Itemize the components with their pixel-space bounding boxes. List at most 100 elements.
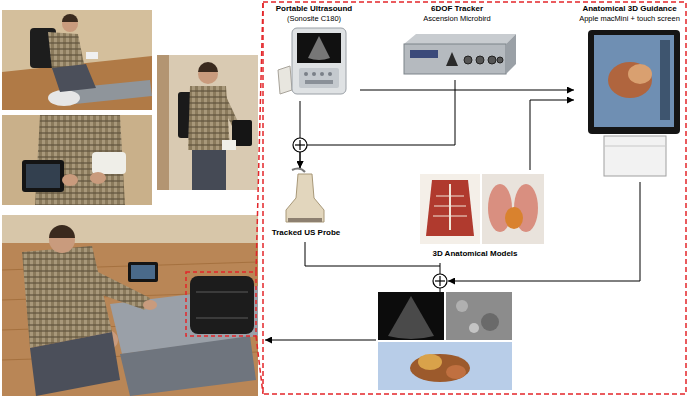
ultrasound-device — [292, 28, 346, 94]
photo-standing — [157, 55, 258, 190]
ultrasound-device — [297, 33, 341, 63]
component-label: Portable Ultrasound — [275, 4, 353, 14]
anatomy-images — [433, 216, 467, 217]
photo-closeup — [92, 152, 126, 174]
photo-scanning — [2, 215, 258, 396]
photo-scanning — [120, 336, 256, 396]
guidance-computer — [604, 136, 666, 176]
ultrasound-device — [320, 72, 324, 76]
photo-scanning — [186, 272, 256, 336]
flow-line — [265, 340, 376, 341]
probe-picture — [286, 168, 324, 222]
ultrasound-device — [278, 66, 292, 94]
tracker-unit — [476, 56, 484, 64]
anatomy-images — [420, 174, 544, 244]
guidance-computer — [594, 35, 674, 127]
photo-scanning — [190, 276, 254, 334]
photo-kneeling — [2, 10, 152, 110]
guidance-computer — [628, 64, 652, 84]
result-images — [378, 342, 512, 390]
photo-scanning — [128, 262, 158, 282]
photo-kneeling — [86, 52, 98, 59]
flow-arrow — [530, 100, 574, 170]
tracker-unit — [506, 34, 516, 74]
component-box: Portable Ultrasound(Sonosite C180) — [268, 3, 360, 101]
photo-closeup — [26, 164, 60, 188]
anatomy-images — [449, 184, 451, 230]
photo-standing — [192, 150, 226, 190]
sum-junction — [293, 138, 307, 152]
flow-line — [440, 263, 441, 274]
probe-picture — [286, 174, 324, 222]
photo-kneeling — [48, 90, 80, 106]
tracker-unit — [404, 34, 516, 74]
flow-line — [305, 242, 440, 266]
photo-standing — [198, 62, 218, 72]
guidance-computer — [660, 40, 670, 120]
result-images — [446, 292, 512, 340]
result-images — [388, 296, 434, 339]
photo-closeup — [22, 160, 64, 192]
photo-kneeling — [62, 14, 78, 22]
result-images — [469, 323, 479, 333]
sum-junction — [439, 276, 440, 286]
photo-scanning — [143, 300, 157, 310]
flow-arrow — [300, 80, 455, 168]
flow-line — [448, 182, 640, 281]
result-images — [456, 300, 468, 312]
result-images — [378, 292, 444, 340]
photo-scanning — [196, 318, 248, 319]
guidance-computer — [608, 62, 652, 98]
sum-junction — [433, 274, 447, 288]
tracker-unit — [404, 44, 506, 74]
tracker-unit — [497, 57, 503, 63]
photo-closeup — [2, 115, 152, 205]
photo-closeup — [90, 172, 106, 184]
flow-line — [265, 182, 640, 340]
photo-scanning — [131, 265, 155, 279]
component-label: 6DOF Tracker — [430, 4, 484, 14]
ultrasound-device — [305, 80, 333, 84]
tracker-unit — [404, 34, 516, 44]
result-images — [410, 354, 470, 382]
guidance-computer — [588, 30, 680, 176]
anatomy-images — [426, 180, 474, 236]
photo-scanning — [30, 332, 120, 396]
anatomy-images — [436, 196, 464, 197]
sum-junction — [299, 140, 300, 150]
component-sublabel: Apple macMini + touch screen — [578, 14, 681, 23]
tracker-unit — [410, 50, 438, 58]
flow-arrow — [360, 90, 574, 91]
component-sublabel: Ascension Microbird — [422, 14, 492, 23]
connector-layer — [300, 80, 574, 170]
sum-junction — [293, 138, 447, 288]
photo-scanning — [22, 246, 112, 348]
ultrasound-device — [304, 72, 308, 76]
guidance-computer — [604, 146, 666, 147]
component-label: Anatomical 3D Guidance — [581, 4, 677, 14]
ultrasound-device — [308, 36, 330, 60]
component-box: 6DOF TrackerAscension Microbird — [398, 3, 516, 80]
result-images — [446, 365, 466, 379]
photo-scanning — [2, 215, 258, 243]
photo-kneeling — [2, 10, 152, 110]
tracker-unit — [446, 52, 458, 66]
ultrasound-device — [299, 68, 339, 88]
photo-scanning — [49, 225, 75, 238]
tracker-unit — [488, 56, 496, 64]
photo-kneeling — [52, 64, 96, 92]
result-images — [418, 354, 442, 370]
anatomy-images — [434, 206, 466, 207]
component-label: Tracked US Probe — [271, 228, 341, 238]
component-label: 3D Anatomical Models — [431, 249, 518, 259]
photo-scanning — [2, 215, 258, 396]
photo-closeup — [2, 115, 152, 205]
zoom-frame — [256, 2, 686, 394]
anatomy-images — [482, 174, 544, 244]
result-images — [481, 313, 499, 331]
